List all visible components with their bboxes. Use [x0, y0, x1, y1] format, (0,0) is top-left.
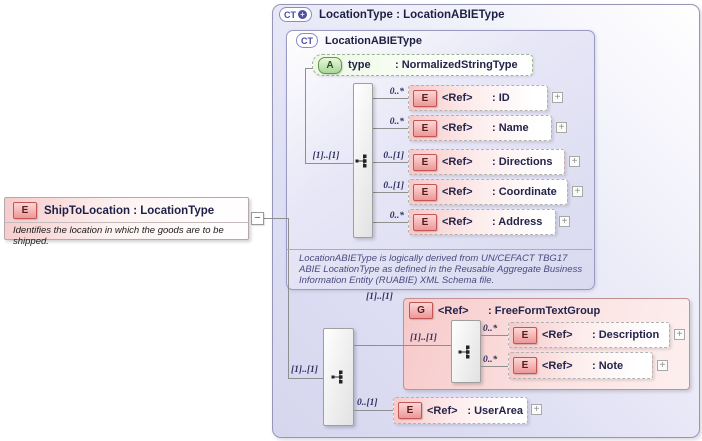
expand-icon[interactable]: + — [531, 404, 542, 415]
element-icon: E — [513, 357, 537, 374]
element-ref: <Ref> — [427, 404, 458, 417]
ct-letters: CT — [301, 35, 313, 46]
element-icon: E — [413, 213, 437, 231]
cardinality-label: 0..* — [483, 324, 498, 334]
cardinality-label: 0..[1] — [383, 181, 404, 191]
connector-line — [288, 378, 323, 379]
expand-icon[interactable]: + — [559, 216, 570, 227]
element-ref: <Ref> — [442, 92, 473, 104]
plus-circle-icon: + — [298, 10, 307, 19]
sequence-compositor — [323, 328, 354, 426]
expand-icon[interactable]: + — [552, 92, 563, 103]
location-type-header: CT + LocationType : LocationABIEType — [279, 7, 505, 22]
element-type: : UserArea — [467, 404, 523, 417]
element-ref: <Ref> — [442, 186, 473, 198]
group-type: : FreeFormTextGroup — [488, 304, 601, 317]
element-type: : Name — [492, 122, 529, 134]
location-abie-type-title: LocationABIEType — [325, 34, 422, 47]
element-id[interactable]: E <Ref> : ID — [408, 85, 548, 111]
element-description[interactable]: E <Ref> : Description — [508, 322, 670, 348]
shiptolocation-title: ShipToLocation : LocationType — [44, 204, 215, 217]
element-type: : Address — [492, 216, 543, 228]
element-type: : Directions — [492, 156, 553, 168]
connector-line — [288, 218, 289, 379]
sequence-compositor — [451, 320, 481, 383]
complex-type-icon: CT — [296, 33, 318, 48]
element-type: : Description — [592, 329, 660, 341]
element-directions[interactable]: E <Ref> : Directions — [408, 149, 565, 175]
group-icon: G — [409, 302, 433, 319]
element-type: : Note — [592, 359, 624, 372]
collapse-icon[interactable]: − — [251, 212, 264, 225]
location-type-title: LocationType : LocationABIEType — [319, 8, 505, 21]
element-ref: <Ref> — [542, 359, 573, 372]
sequence-cardinality: [1]..[1] — [291, 365, 318, 375]
shiptolocation-box[interactable]: E ShipToLocation : LocationType Identifi… — [4, 197, 249, 247]
attribute-datatype: : NormalizedStringType — [395, 59, 518, 71]
group-cardinality: [1]..[1] — [366, 292, 393, 302]
connector-line — [373, 222, 408, 223]
sequence-icon — [458, 345, 470, 358]
cardinality-label: 0..[1] — [357, 398, 378, 408]
element-coordinate[interactable]: E <Ref> : Coordinate — [408, 179, 568, 205]
element-icon: E — [413, 153, 437, 171]
connector-line — [373, 192, 408, 193]
element-type: : ID — [492, 92, 510, 104]
cardinality-label: 0..* — [389, 211, 404, 221]
connector-line — [373, 162, 408, 163]
group-header: G <Ref> : FreeFormTextGroup — [404, 299, 689, 319]
expand-icon[interactable]: + — [569, 156, 580, 167]
connector-line — [373, 98, 408, 99]
expand-icon[interactable]: + — [572, 186, 583, 197]
shiptolocation-annotation: Identifies the location in which the goo… — [13, 225, 224, 247]
shiptolocation-header: E ShipToLocation : LocationType — [5, 198, 248, 223]
sequence-icon — [355, 154, 367, 167]
location-abie-type-header: CT LocationABIEType — [296, 33, 422, 48]
cardinality-label: 0..[1] — [383, 151, 404, 161]
cardinality-label: 0..* — [483, 355, 498, 365]
element-ref: <Ref> — [442, 156, 473, 168]
element-type: : Coordinate — [492, 186, 557, 198]
connector-line — [373, 128, 408, 129]
element-icon: E — [13, 202, 37, 219]
sequence-icon — [331, 370, 342, 384]
connector-line — [264, 218, 288, 219]
element-note[interactable]: E <Ref> : Note — [508, 352, 653, 379]
element-ref: <Ref> — [442, 216, 473, 228]
location-abie-type-annotation: LocationABIEType is logically derived fr… — [299, 253, 583, 286]
expand-icon[interactable]: + — [556, 122, 567, 133]
element-name[interactable]: E <Ref> : Name — [408, 115, 552, 141]
complex-type-extension-icon: CT + — [279, 7, 312, 22]
connector-line — [354, 345, 451, 346]
attribute-icon: A — [318, 56, 342, 74]
divider — [287, 249, 592, 250]
attribute-type[interactable]: A type : NormalizedStringType — [312, 54, 533, 76]
element-ref: <Ref> — [542, 329, 573, 341]
cardinality-label: 0..* — [389, 117, 404, 127]
group-ref: <Ref> — [438, 304, 469, 317]
connector-line — [481, 335, 508, 336]
expand-icon[interactable]: + — [657, 360, 668, 371]
attribute-name: type — [348, 59, 371, 71]
element-icon: E — [413, 119, 437, 137]
ct-letters: CT — [284, 9, 296, 20]
element-icon: E — [413, 89, 437, 107]
sequence-cardinality: [1]..[1] — [312, 151, 340, 161]
expand-icon[interactable]: + — [674, 329, 685, 340]
element-icon: E — [398, 402, 422, 419]
cardinality-label: 0..* — [389, 87, 404, 97]
sequence-cardinality: [1]..[1] — [410, 333, 437, 343]
connector-line — [354, 410, 393, 411]
sequence-compositor — [353, 83, 373, 238]
element-ref: <Ref> — [442, 122, 473, 134]
element-userarea[interactable]: E <Ref> : UserArea — [393, 397, 528, 424]
element-icon: E — [413, 183, 437, 201]
connector-line — [305, 163, 353, 164]
element-address[interactable]: E <Ref> : Address — [408, 209, 556, 235]
connector-line — [305, 68, 306, 164]
element-icon: E — [513, 326, 537, 344]
connector-line — [481, 366, 508, 367]
connector-line — [305, 68, 313, 69]
